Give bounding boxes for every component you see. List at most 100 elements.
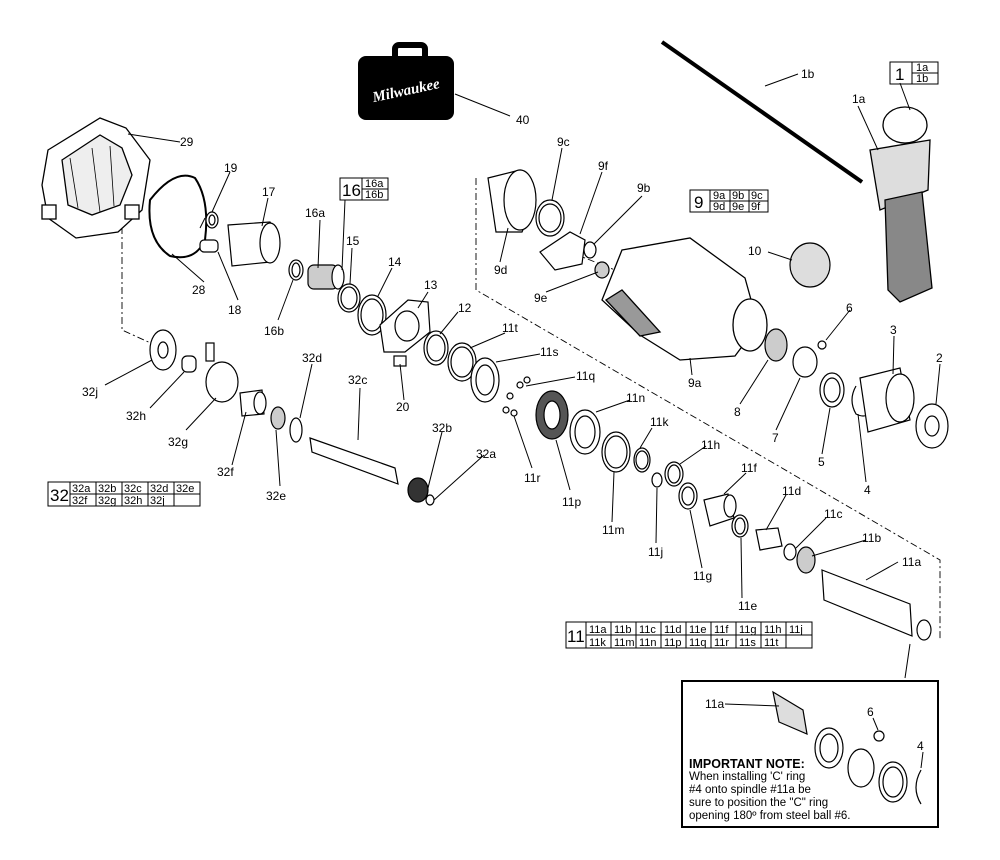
label-3: 3 xyxy=(890,323,897,337)
label-9a: 9a xyxy=(688,376,702,390)
kit-11-cell: 11m xyxy=(614,637,635,649)
label-32e: 32e xyxy=(266,489,286,503)
inset-label-4: 4 xyxy=(917,739,924,753)
label-11k: 11k xyxy=(650,415,669,429)
label-5: 5 xyxy=(818,455,825,469)
label-11g: 11g xyxy=(693,569,712,583)
label-9e: 9e xyxy=(534,291,548,305)
note-title: IMPORTANT NOTE: xyxy=(689,757,805,771)
label-9f: 9f xyxy=(598,159,609,173)
label-9b: 9b xyxy=(637,181,651,195)
kit-table-16 xyxy=(339,177,389,201)
part-labels: 1a 1b 2 3 4 5 6 7 8 9a 9b 9c 9d 9e 9f 10… xyxy=(82,67,943,613)
label-32f: 32f xyxy=(217,465,234,479)
label-32h: 32h xyxy=(126,409,146,423)
kit-32-cell: 32c xyxy=(124,483,142,495)
label-11n: 11n xyxy=(626,391,645,405)
label-16a: 16a xyxy=(305,206,325,220)
kit-11-cell: 11e xyxy=(689,624,707,636)
kit-11-cell: 11c xyxy=(639,624,656,636)
kit-table-32 xyxy=(47,481,201,507)
label-11q: 11q xyxy=(576,369,595,383)
kit-16-cell: 16a xyxy=(365,178,384,190)
label-32c: 32c xyxy=(348,373,367,387)
kit-11-cell: 11g xyxy=(739,624,757,636)
front-housing xyxy=(601,237,768,361)
kit-9-cell: 9b xyxy=(732,190,744,202)
kit-32-cell: 32b xyxy=(98,483,116,495)
kit-11-cell: 11r xyxy=(714,637,729,649)
label-20: 20 xyxy=(396,400,410,414)
kit-table-11 xyxy=(565,621,813,649)
kit-32-cell: 32d xyxy=(150,483,168,495)
kit-9-cell: 9f xyxy=(751,201,761,213)
label-32g: 32g xyxy=(168,435,188,449)
kit-11-cell: 11b xyxy=(614,624,632,636)
label-11d: 11d xyxy=(782,484,801,498)
kit-1-num: 1 xyxy=(895,65,904,84)
carrying-case: Milwaukee xyxy=(358,42,454,120)
label-2: 2 xyxy=(936,351,943,365)
label-13: 13 xyxy=(424,278,438,292)
label-29: 29 xyxy=(180,135,194,149)
label-11p: 11p xyxy=(562,495,581,509)
kit-11-cell: 11d xyxy=(664,624,682,636)
label-17: 17 xyxy=(262,185,276,199)
label-11a: 11a xyxy=(902,555,921,569)
label-28: 28 xyxy=(192,283,206,297)
gasket xyxy=(148,174,208,259)
gear-housing xyxy=(41,117,151,239)
label-12: 12 xyxy=(458,301,472,315)
side-handle xyxy=(869,106,933,303)
note-line: opening 180º from steel ball #6. xyxy=(689,810,851,822)
inset-label-6: 6 xyxy=(867,705,874,719)
kit-11-cell: 11q xyxy=(689,637,707,649)
parts-geometry xyxy=(149,169,949,641)
kit-11-cell: 11k xyxy=(589,637,606,649)
kit-table-1 xyxy=(889,61,939,85)
label-11e: 11e xyxy=(738,599,757,613)
kit-16-num: 16 xyxy=(342,181,361,200)
label-1b: 1b xyxy=(801,67,815,81)
label-32j: 32j xyxy=(82,385,98,399)
label-7: 7 xyxy=(772,431,779,445)
label-11m: 11m xyxy=(602,523,624,537)
label-10: 10 xyxy=(748,244,762,258)
kit-32-cell: 32h xyxy=(124,495,142,507)
kit-11-cell: 11n xyxy=(639,637,657,649)
label-11r: 11r xyxy=(524,471,540,485)
label-11t: 11t xyxy=(502,321,518,335)
kit-32-cell: 32a xyxy=(72,483,91,495)
kit-11-cell: 11s xyxy=(739,637,756,649)
kit-11-num: 11 xyxy=(567,627,585,646)
kit-table-9 xyxy=(689,189,769,213)
label-6: 6 xyxy=(846,301,853,315)
label-9d: 9d xyxy=(494,263,507,277)
label-4: 4 xyxy=(864,483,871,497)
label-11s: 11s xyxy=(540,345,558,359)
label-16b: 16b xyxy=(264,324,284,338)
kit-32-cell: 32j xyxy=(150,495,165,507)
kit-1-cell: 1b xyxy=(916,73,928,85)
kit-32-num: 32 xyxy=(50,486,69,505)
inset-illustration: 11a 6 4 xyxy=(705,690,924,805)
kit-9-cell: 9c xyxy=(751,190,763,202)
kit-11-cell: 11a xyxy=(589,624,607,636)
label-18: 18 xyxy=(228,303,242,317)
kit-11-cell: 11p xyxy=(664,637,682,649)
label-11c: 11c xyxy=(824,507,842,521)
note-text-block: IMPORTANT NOTE: When installing 'C' ring… xyxy=(689,758,939,823)
kit-9-cell: 9d xyxy=(713,201,725,213)
label-11b: 11b xyxy=(862,531,881,545)
kit-11-cell: 11h xyxy=(764,624,782,636)
kit-11-cell: 11f xyxy=(714,624,729,636)
leader-lines xyxy=(104,73,941,679)
note-line: sure to position the "C" ring xyxy=(689,797,829,809)
note-line: #4 onto spindle #11a be xyxy=(689,784,811,796)
label-1a: 1a xyxy=(852,92,866,106)
label-11j: 11j xyxy=(648,545,663,559)
note-line: When installing 'C' ring xyxy=(689,771,806,783)
label-32a: 32a xyxy=(476,447,496,461)
kit-11-cell: 11j xyxy=(789,624,803,636)
